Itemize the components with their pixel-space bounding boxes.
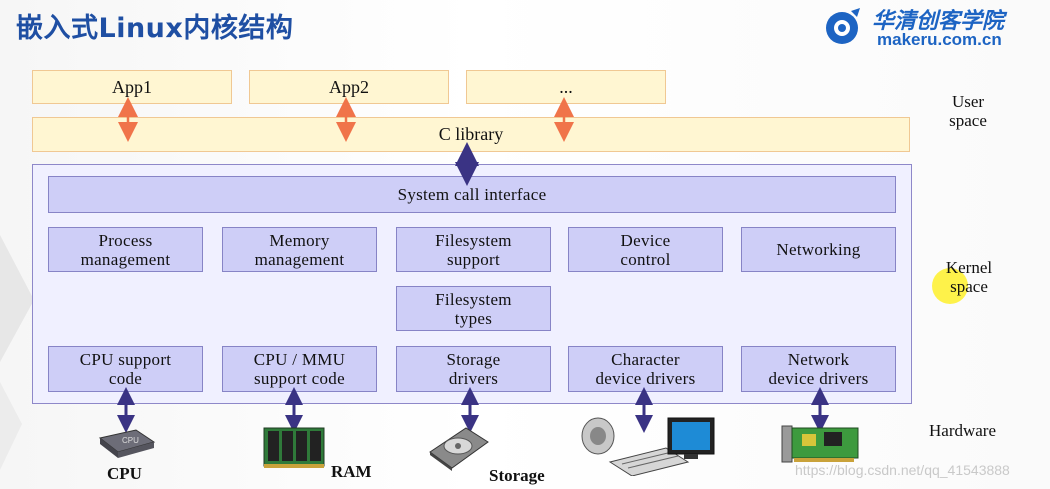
pointer-highlight xyxy=(932,268,968,304)
storage-label: Storage xyxy=(489,466,545,485)
hardware-label: Hardware xyxy=(929,421,997,440)
ram-label: RAM xyxy=(331,462,372,481)
kernel-space-label: Kernel space xyxy=(945,258,993,296)
brand-name: 华清创客学院 xyxy=(872,9,1005,34)
c-library-label: C library xyxy=(438,124,504,144)
network-card-icon xyxy=(781,425,859,463)
user-space-label: User space xyxy=(949,92,987,130)
brand-mark-icon xyxy=(826,8,860,44)
app2-label: App2 xyxy=(329,76,369,97)
hard-disk-icon xyxy=(429,427,489,471)
brand-logo: 华清创客学院 makeru.com.cn xyxy=(822,2,1044,52)
app-more-box: ... xyxy=(466,70,666,104)
app1-box: App1 xyxy=(32,70,232,104)
cpu-label: CPU xyxy=(107,464,142,483)
networking-box: Networking xyxy=(741,227,896,272)
watermark: https://blog.csdn.net/qq_41543888 xyxy=(795,462,1010,478)
brand-url: makeru.com.cn xyxy=(877,30,1002,49)
ram-module-icon xyxy=(263,427,325,468)
cpu-chip-text: CPU xyxy=(122,436,139,445)
c-library-box: C library xyxy=(32,117,910,152)
speaker-keyboard-monitor-icon xyxy=(581,417,715,476)
app1-label: App1 xyxy=(112,76,152,97)
app2-box: App2 xyxy=(249,70,449,104)
slide-title: 嵌入式Linux内核结构 xyxy=(16,13,294,44)
system-call-interface-box: System call interface xyxy=(48,176,896,213)
cpu-chip-icon: CPU xyxy=(98,429,156,458)
app-more-label: ... xyxy=(559,76,573,97)
decorative-wedges xyxy=(0,235,34,470)
